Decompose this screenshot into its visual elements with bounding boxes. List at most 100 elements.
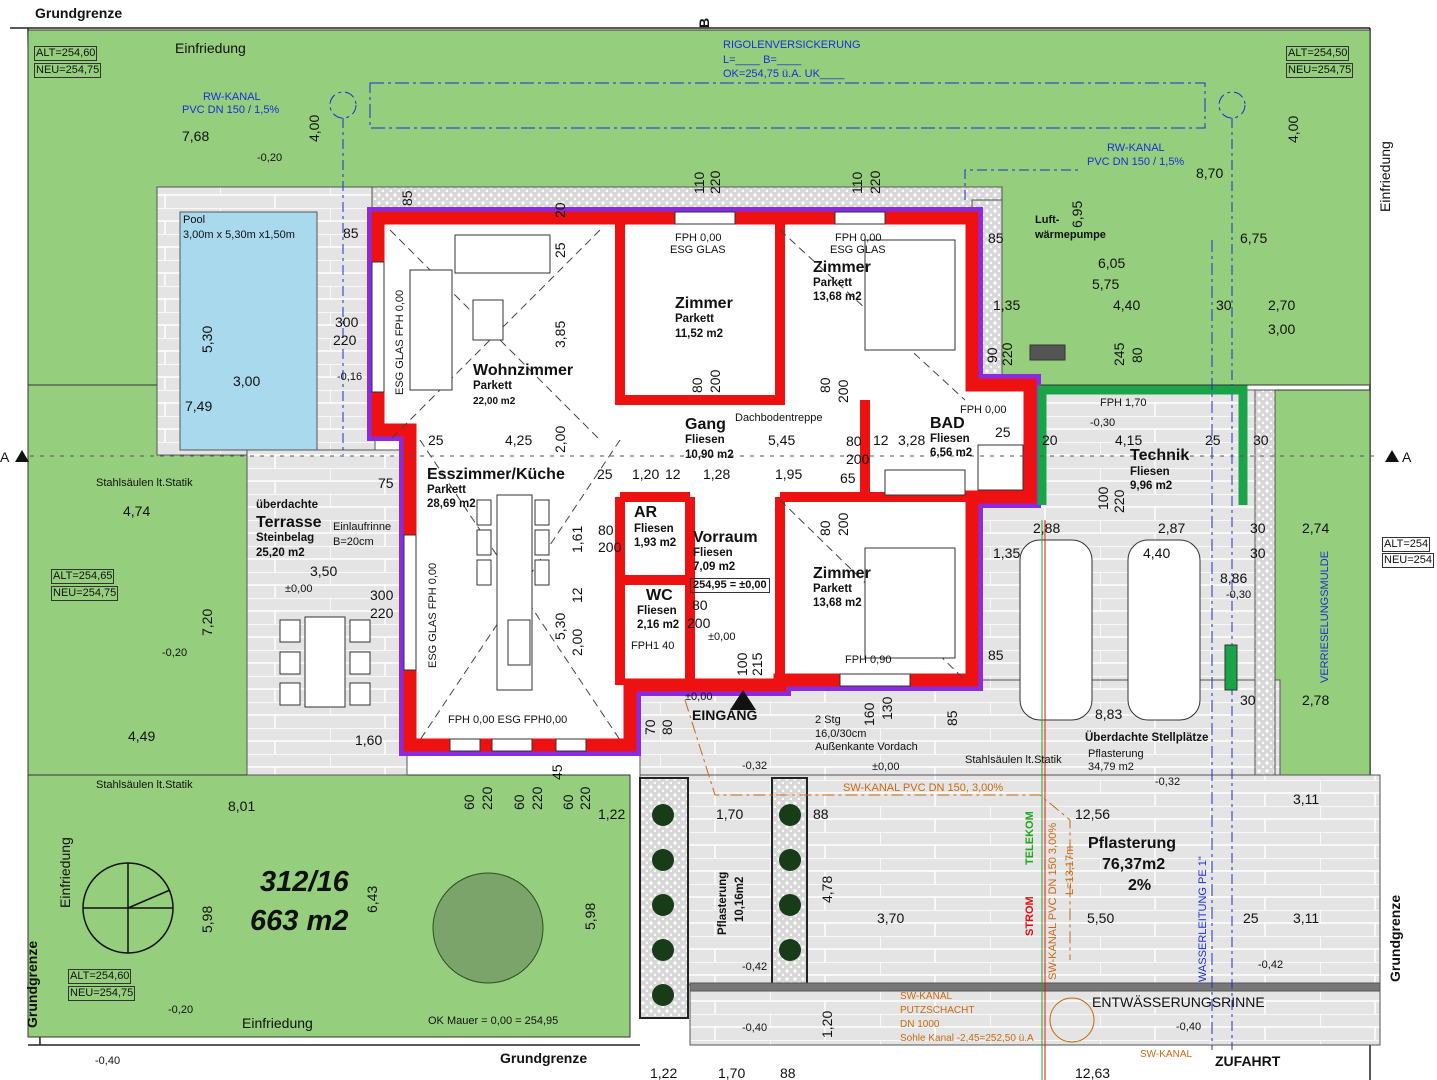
grundgrenze-label: Grundgrenze <box>24 940 40 1028</box>
room-floor: Parkett <box>813 277 852 289</box>
room-area: 7,09 m2 <box>693 561 736 573</box>
room-area: 28,69 m2 <box>427 498 476 510</box>
dimension-label: 6,05 <box>1098 255 1126 271</box>
dimension-label: 200 <box>846 451 870 467</box>
level-alt: ALT=254,60 <box>34 46 98 61</box>
elevation-label: ±0,00 <box>685 691 713 703</box>
dimension-label: 8,86 <box>1220 570 1248 586</box>
dimension-label: 8,70 <box>1196 165 1224 181</box>
dimension-label: 4,00 <box>1285 115 1301 143</box>
manhole-label: SW-KANAL <box>900 991 953 1002</box>
dimension-label: 8,83 <box>1095 706 1123 722</box>
window-label: ESG GLAS FPH 0,00 <box>394 289 406 395</box>
fph-label: FPH1 40 <box>631 640 675 652</box>
room-area: 22,00 m2 <box>473 396 516 407</box>
sewer-label: SW-KANAL PVC DN 150, 3,00% <box>843 782 1004 794</box>
dimension-label: 1,70 <box>716 806 744 822</box>
dimension-label: 200 <box>835 379 851 403</box>
carport-area: 34,79 m2 <box>1088 761 1134 773</box>
dimension-label: 2,70 <box>1268 297 1296 313</box>
room-name: Zimmer <box>813 565 871 582</box>
dimension-label: 80 <box>846 433 862 449</box>
dimension-label: 1,35 <box>993 545 1021 561</box>
dimension-label: 200 <box>707 369 723 393</box>
dimension-label: 220 <box>333 332 357 348</box>
dimension-label: 85 <box>988 230 1004 246</box>
dimension-label: 12 <box>569 587 585 603</box>
plot-number: 312/16 <box>260 866 349 898</box>
room-area: 6,56 m2 <box>930 447 973 459</box>
dimension-label: 25 <box>1205 432 1221 448</box>
entrance-arrow-icon <box>730 690 756 710</box>
elevation-label: -0,32 <box>742 760 768 772</box>
dimension-label: 12 <box>873 432 889 448</box>
grundgrenze-label: Grundgrenze <box>1387 894 1403 982</box>
dimension-label: 5,98 <box>199 905 215 933</box>
dimension-label: 80 <box>1129 347 1145 363</box>
elevation-label: -0,16 <box>337 371 363 383</box>
room-area: 2,16 m2 <box>637 619 680 631</box>
manhole-label: Sohle Kanal -2,45=252,50 ü.A <box>900 1033 1034 1044</box>
elevation-label: ±0,00 <box>285 583 313 595</box>
sewer-label: SW-KANAL PVC DN 150 3,00% <box>1047 822 1059 980</box>
dimension-label: 25 <box>428 432 444 448</box>
level-neu: NEU=254,75 <box>34 63 102 78</box>
sewer-length: L=13,17m <box>1064 845 1076 895</box>
room-floor: Parkett <box>675 313 714 325</box>
dimension-label: 200 <box>687 615 711 631</box>
room-floor: Parkett <box>813 583 852 595</box>
pool-label: Pool <box>183 214 206 226</box>
paving-areas <box>156 186 1381 1046</box>
rw-kanal-spec: PVC DN 150 / 1,5% <box>182 104 280 116</box>
dimension-label: 85 <box>399 190 415 206</box>
elevation-label: -0,40 <box>1176 1021 1202 1033</box>
room-name: BAD <box>930 415 965 432</box>
dimension-label: 1,28 <box>703 466 731 482</box>
dimension-label: 100 <box>734 652 750 676</box>
room-area: 11,52 m2 <box>675 328 723 340</box>
dimension-label: 8,01 <box>228 798 256 814</box>
fph-label: FPH 1,70 <box>1100 397 1147 409</box>
room-name: Vorraum <box>693 529 758 546</box>
room-floor: Fliesen <box>693 547 733 559</box>
dimension-label: 88 <box>813 806 829 822</box>
dimension-label: 60 <box>560 794 576 810</box>
einfriedung-label: Einfriedung <box>57 837 73 908</box>
dimension-label: 60 <box>461 794 477 810</box>
heatpump-label: wärmepumpe <box>1035 229 1106 241</box>
dimension-label: 7,68 <box>182 128 210 144</box>
elevation-label: -0,32 <box>1155 776 1181 788</box>
dimension-label: 45 <box>549 764 565 780</box>
plot-area: 663 m2 <box>250 905 349 937</box>
dimension-label: 2,87 <box>1158 520 1186 536</box>
terrace-floor: Steinbelag <box>256 532 315 544</box>
room-floor: Parkett <box>473 380 512 392</box>
elevation-label: ±0,00 <box>708 631 736 643</box>
dimension-label: 12 <box>665 466 681 482</box>
room-floor: Fliesen <box>685 434 725 446</box>
dimension-label: 3,00 <box>233 373 261 389</box>
dimension-label: 4,78 <box>819 875 835 903</box>
dimension-label: 5,30 <box>552 612 568 640</box>
telekom-label: TELEKOM <box>1024 811 1036 865</box>
dimension-label: 2,00 <box>569 628 585 656</box>
dimension-label: 7,49 <box>185 398 213 414</box>
dimension-label: 220 <box>370 605 394 621</box>
terrace-name: überdachte <box>256 499 318 511</box>
dimension-label: 4,49 <box>128 728 156 744</box>
einfriedung-label: Einfriedung <box>1377 141 1393 212</box>
room-name: Zimmer <box>813 259 871 276</box>
dimension-label: 110 <box>849 171 865 194</box>
trees <box>432 804 801 1006</box>
dimension-label: 60 <box>511 794 527 810</box>
elevation-label: -0,40 <box>742 1022 768 1034</box>
room-name: Technik <box>1130 447 1190 464</box>
dimension-label: 85 <box>944 710 960 726</box>
technik-walls <box>1037 385 1248 505</box>
dimension-label: 25 <box>552 242 568 258</box>
strom-label: STROM <box>1024 896 1036 936</box>
carport-floor: Pflasterung <box>1088 748 1144 760</box>
paving-slope: 2% <box>1128 877 1152 894</box>
elevation-label: -0,42 <box>1258 959 1284 971</box>
dimension-label: 5,75 <box>1092 276 1120 292</box>
